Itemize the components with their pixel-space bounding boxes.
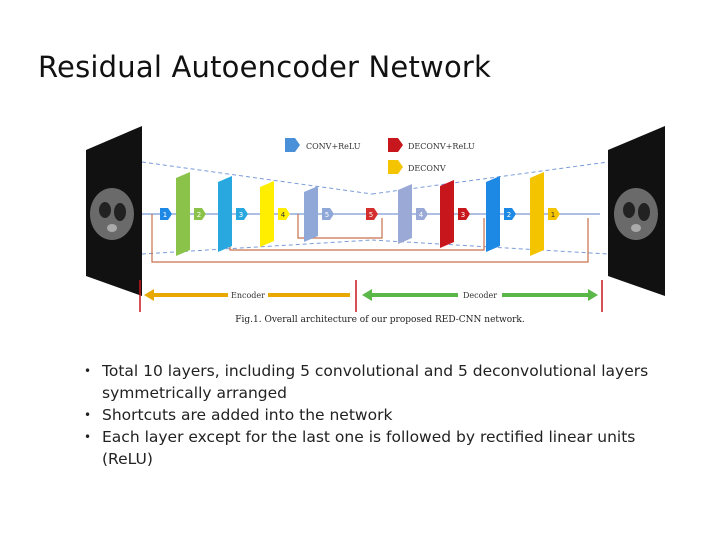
legend-item-conv-relu: CONV+ReLU [285,138,361,152]
slide-title: Residual Autoencoder Network [38,50,492,84]
layer-number: 1 [551,211,555,219]
legend: CONV+ReLU DECONV+ReLU DECONV [285,138,475,174]
legend-item-deconv: DECONV [388,160,446,174]
layer-node [236,208,248,220]
layer-number: 1 [163,211,167,219]
encoder-label-bg [228,289,268,301]
layer-node [278,208,290,220]
layer-shape [260,181,274,247]
layer-block-enc-3: 3 [218,176,248,252]
layer-number: 5 [325,211,329,219]
bullet-list: • Total 10 layers, including 5 convolutio… [80,360,660,470]
layer-shape [530,172,544,256]
decoder-label-bg [458,289,502,301]
bullet-item: • Each layer except for the last one is f… [80,426,660,470]
legend-label-deconv-relu: DECONV+ReLU [408,142,475,151]
architecture-figure: 1 2 3 4 5 5 4 3 2 1 CONV+ReLU DECONV+ReLU DECONV [80,118,670,338]
bullet-item: • Total 10 layers, including 5 convolutio… [80,360,660,404]
layer-block-dec-4: 4 [398,184,428,244]
layer-node [416,208,428,220]
legend-label-deconv: DECONV [408,164,446,173]
architecture-diagram: 1 2 3 4 5 5 4 3 2 1 CONV+ReLU DECONV+ReLU DECONV [86,126,665,325]
layer-node [548,208,560,220]
bullet-item: • Shortcuts are added into the network [80,404,660,426]
layer-number: 3 [461,211,465,219]
layer-node [194,208,206,220]
layer-block-enc-2: 2 [176,172,206,256]
layer-node [322,208,334,220]
layer-shape [218,176,232,252]
encoder-label: Encoder [231,291,265,300]
legend-swatch-conv-relu [285,138,300,152]
input-ct-image [86,126,142,296]
legend-swatch-deconv-relu [388,138,403,152]
layer-node [366,208,378,220]
bullet-dot-icon: • [84,408,92,422]
layer-shape [176,172,190,256]
layer-block-dec-3: 3 [440,180,470,248]
shortcut-connections [151,214,589,263]
layer-number: 4 [419,211,424,219]
layer-block-enc-1: 1 [160,208,172,220]
layer-node [504,208,516,220]
layer-shape [304,186,318,242]
figure-caption: Fig.1. Overall architecture of our propo… [235,315,525,325]
layer-number: 3 [239,211,243,219]
layer-number: 4 [281,211,286,219]
layer-node [160,208,172,220]
legend-item-deconv-relu: DECONV+ReLU [388,138,475,152]
layer-number: 5 [369,211,373,219]
layer-block-enc-5: 5 [304,186,334,242]
layer-number: 2 [197,211,201,219]
layer-shape [398,184,412,244]
legend-swatch-deconv [388,160,403,174]
bullet-text: Each layer except for the last one is fo… [102,428,636,468]
legend-label-conv-relu: CONV+ReLU [306,142,361,151]
layer-shape [486,176,500,252]
bullet-text: Shortcuts are added into the network [102,406,393,424]
output-ct-image [608,126,665,296]
bullet-text: Total 10 layers, including 5 convolution… [102,362,649,402]
encoder-decoder-bars: Encoder Decoder [139,280,603,312]
bullet-dot-icon: • [84,430,92,444]
layer-blocks: 1 2 3 4 5 5 4 3 2 1 [160,172,560,256]
bullet-dot-icon: • [84,364,92,378]
decoder-label: Decoder [463,291,497,300]
layer-node [458,208,470,220]
layer-block-dec-2: 2 [486,176,516,252]
layer-shape [440,180,454,248]
layer-number: 2 [507,211,511,219]
layer-block-dec-1: 1 [530,172,560,256]
layer-block-dec-5: 5 [366,208,378,220]
layer-block-enc-4: 4 [260,181,290,247]
